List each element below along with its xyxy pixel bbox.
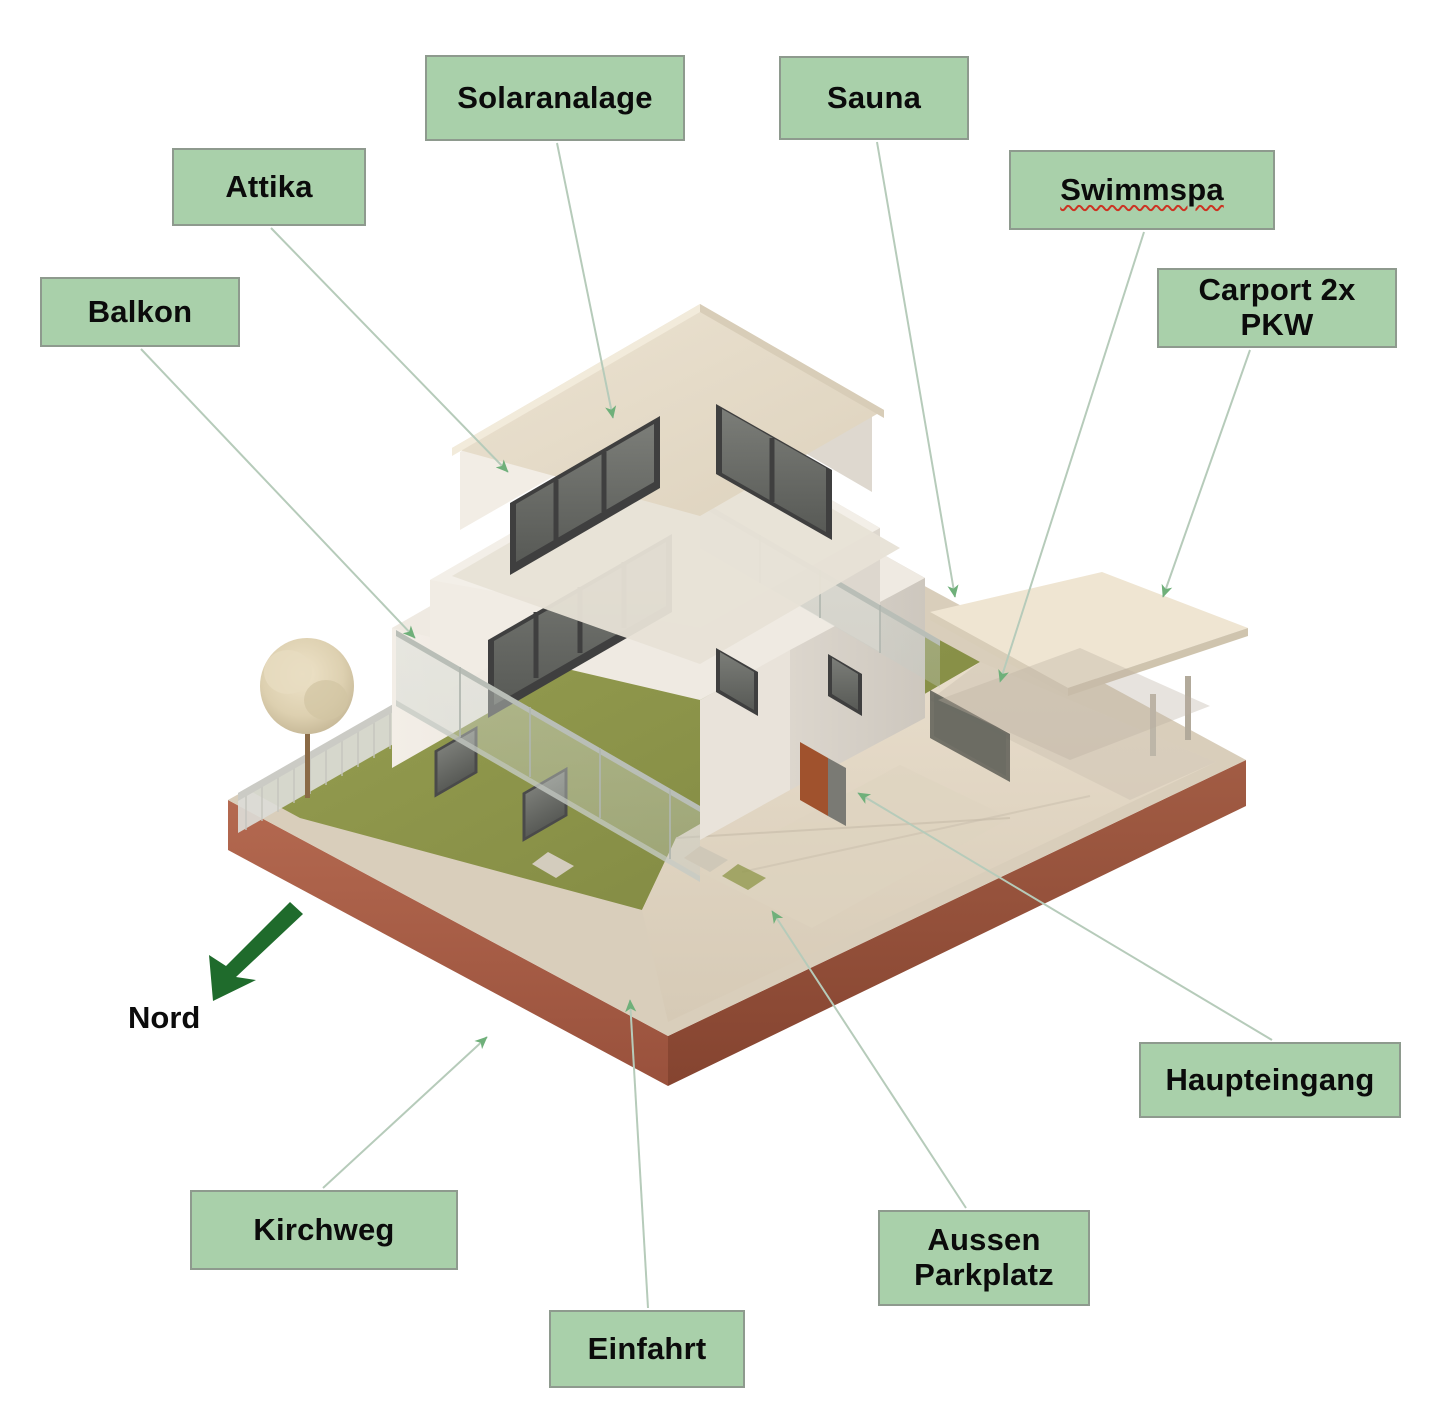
tree <box>260 638 354 798</box>
label-aussen-parkplatz-line1: Aussen <box>927 1222 1041 1258</box>
leader-aussen-parkplatz <box>771 910 967 1209</box>
label-carport-line2: PKW <box>1240 307 1314 342</box>
leader-sauna <box>876 141 959 598</box>
label-swimmspa-text: Swimmspa <box>1060 171 1224 207</box>
windows-penthouse-right <box>716 404 832 540</box>
windows-right-face <box>716 648 862 716</box>
label-solaranlage-text: Solaranalage <box>457 79 653 115</box>
building <box>392 304 1010 882</box>
glazing-spa-zone <box>930 690 1010 782</box>
label-kirchweg-text: Kirchweg <box>253 1211 395 1247</box>
label-einfahrt[interactable]: Einfahrt <box>549 1310 745 1388</box>
leader-kirchweg <box>322 1036 488 1189</box>
windows-penthouse-left <box>510 416 660 575</box>
leader-carport <box>1161 349 1251 598</box>
north-arrow-icon <box>209 902 303 1001</box>
leader-solaranlage <box>556 142 617 419</box>
leader-attika <box>270 227 509 473</box>
label-einfahrt-text: Einfahrt <box>587 1330 707 1366</box>
label-sauna[interactable]: Sauna <box>779 56 969 140</box>
label-balkon[interactable]: Balkon <box>40 277 240 347</box>
label-carport[interactable]: Carport 2x PKW <box>1157 268 1397 348</box>
label-carport-line1: Carport 2x <box>1198 272 1356 308</box>
label-balkon-text: Balkon <box>87 293 193 329</box>
leader-einfahrt <box>625 999 649 1309</box>
fence <box>238 683 430 833</box>
label-swimmspa[interactable]: Swimmspa <box>1009 150 1275 230</box>
leader-balkon <box>140 348 416 639</box>
compass-label: Nord <box>128 1000 201 1035</box>
label-aussen-parkplatz-line2: Parkplatz <box>914 1257 1054 1292</box>
label-haupteingang[interactable]: Haupteingang <box>1139 1042 1401 1118</box>
label-haupteingang-text: Haupteingang <box>1165 1061 1375 1097</box>
label-kirchweg[interactable]: Kirchweg <box>190 1190 458 1270</box>
leader-haupteingang <box>857 792 1273 1041</box>
label-attika[interactable]: Attika <box>172 148 366 226</box>
label-sauna-text: Sauna <box>826 79 922 115</box>
balcony-railing-lower <box>396 630 700 882</box>
label-solaranlage[interactable]: Solaranalage <box>425 55 685 141</box>
label-attika-text: Attika <box>225 168 313 204</box>
paving-squares <box>532 846 766 890</box>
entrance-door <box>800 742 846 826</box>
leader-swimmspa <box>998 231 1145 683</box>
label-aussen-parkplatz[interactable]: Aussen Parkplatz <box>878 1210 1090 1306</box>
